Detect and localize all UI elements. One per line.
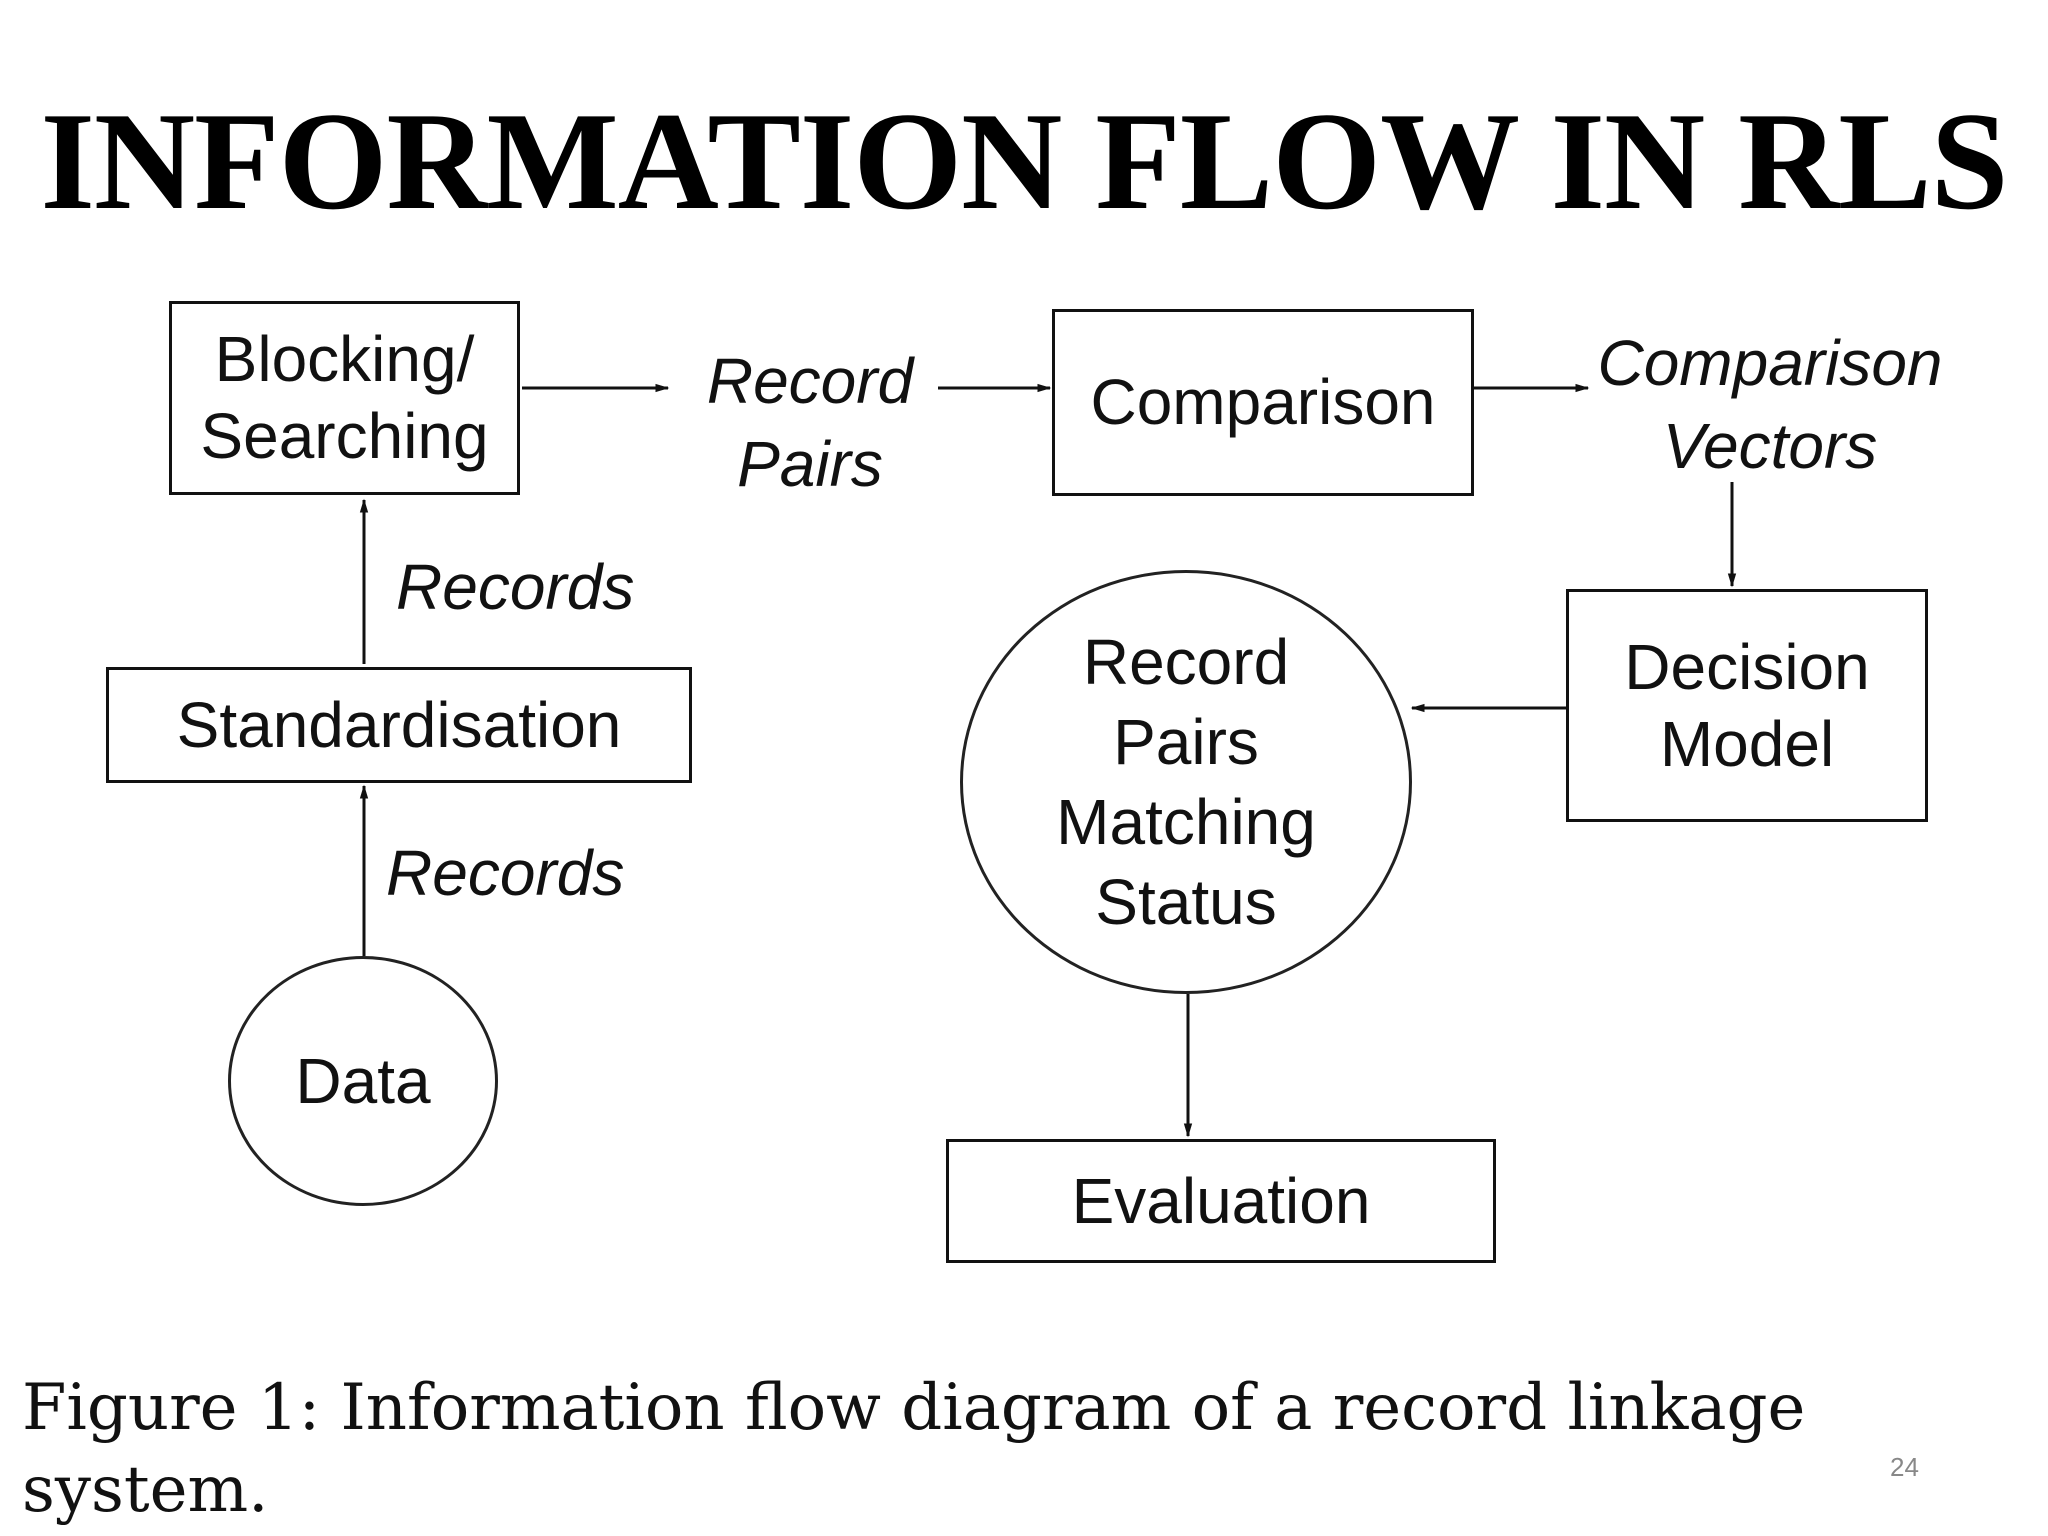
evaluation-box: Evaluation: [946, 1139, 1496, 1263]
comparison-label: Comparison: [1090, 366, 1436, 439]
blocking-searching-label: Blocking/ Searching: [200, 323, 489, 472]
decision-model-label: Decision Model: [1624, 630, 1870, 780]
blocking-searching-box: Blocking/ Searching: [169, 301, 520, 495]
standardisation-box: Standardisation: [106, 667, 692, 783]
page-number: 24: [1890, 1452, 1919, 1482]
comparison-box: Comparison: [1052, 309, 1474, 496]
record-pairs-flow-label: Record Pairs: [706, 345, 914, 501]
records-upper-flow-label: Records: [396, 551, 635, 623]
standardisation-label: Standardisation: [176, 688, 622, 761]
data-label: Data: [295, 1045, 431, 1117]
data-circle: Data: [228, 956, 498, 1206]
records-lower-flow-label: Records: [386, 837, 625, 909]
matching-status-label: Record Pairs Matching Status: [1056, 626, 1316, 938]
evaluation-label: Evaluation: [1071, 1164, 1371, 1237]
figure-caption: Figure 1: Information flow diagram of a …: [22, 1371, 1806, 1527]
matching-status-circle: Record Pairs Matching Status: [960, 570, 1412, 994]
decision-model-box: Decision Model: [1566, 589, 1928, 822]
comparison-vectors-flow-label: Comparison Vectors: [1597, 327, 1943, 483]
slide-title: INFORMATION FLOW IN RLS: [40, 84, 2008, 239]
